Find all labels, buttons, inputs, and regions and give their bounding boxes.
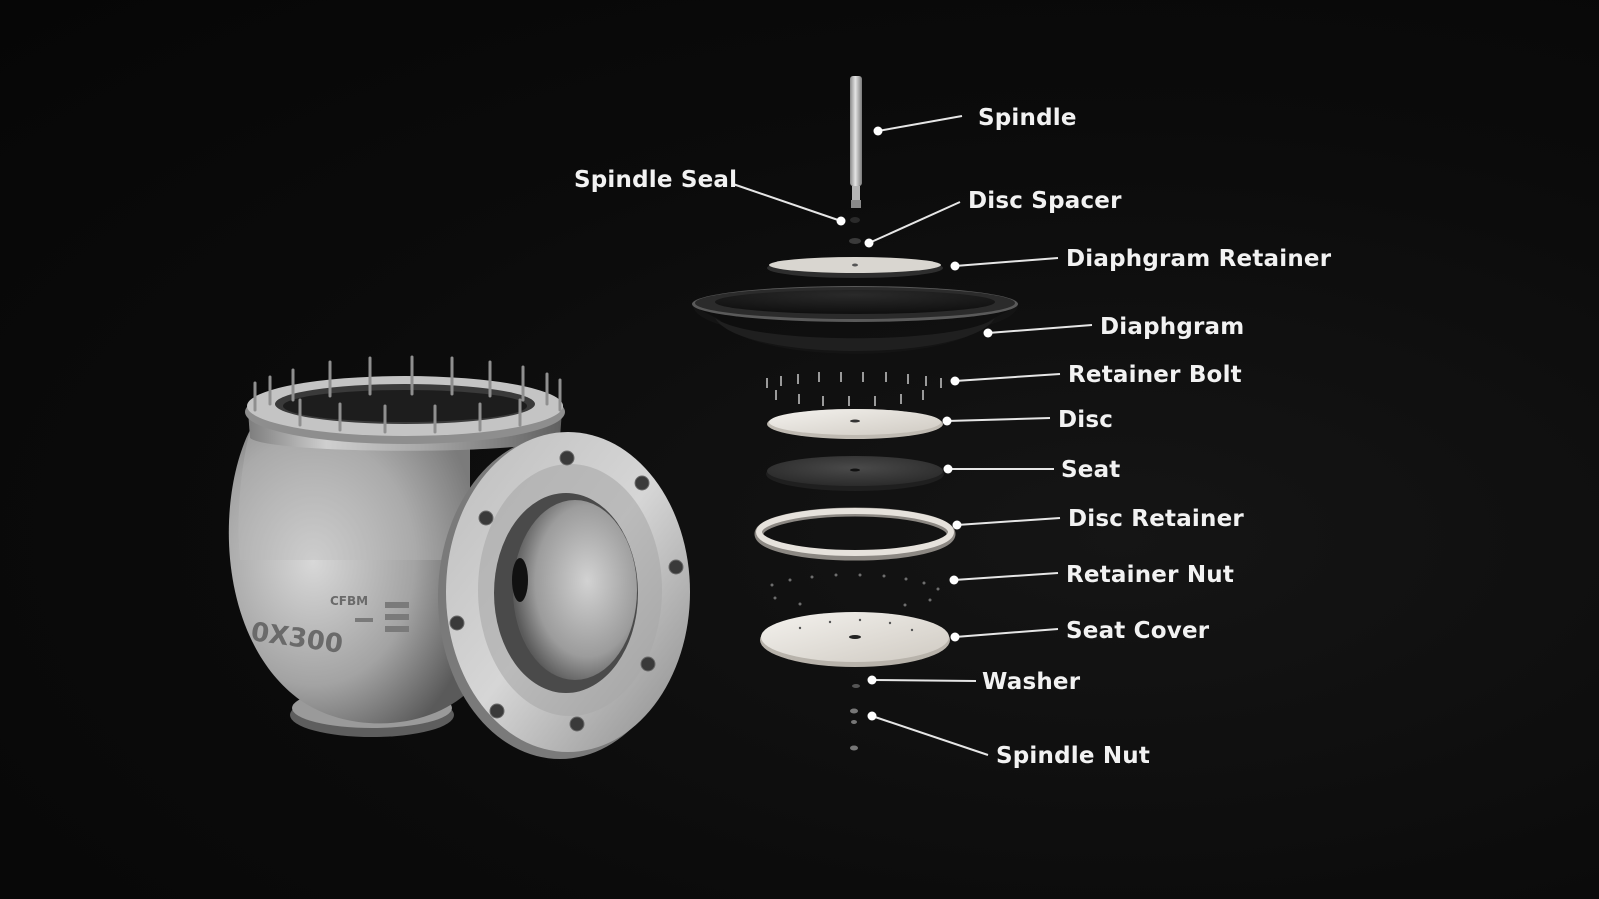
flange-bolt-holes	[449, 450, 684, 732]
label-diaphgram: Diaphgram	[1100, 314, 1244, 340]
label-diaphgram-retainer: Diaphgram Retainer	[1066, 246, 1332, 272]
label-disc: Disc	[1058, 407, 1113, 433]
callout-seat-cover: Seat Cover	[950, 618, 1210, 644]
spindle-part	[850, 76, 862, 208]
disc-part	[767, 409, 943, 439]
exploded-parts	[692, 76, 1018, 751]
callout-retainer-nut: Retainer Nut	[949, 562, 1234, 588]
callout-disc: Disc	[942, 407, 1113, 433]
spindle-seal-part	[850, 217, 860, 223]
label-retainer-bolt: Retainer Bolt	[1068, 362, 1242, 388]
valve-body: 0X300 CFBM	[228, 355, 690, 759]
callout-spindle-seal: Spindle Seal	[574, 167, 846, 226]
flange-studs	[253, 355, 562, 434]
label-spindle: Spindle	[978, 105, 1077, 131]
label-disc-retainer: Disc Retainer	[1068, 506, 1244, 532]
label-spindle-seal: Spindle Seal	[574, 167, 737, 193]
label-seat-cover: Seat Cover	[1066, 618, 1210, 644]
label-disc-spacer: Disc Spacer	[968, 188, 1122, 214]
seat-cover-part	[760, 612, 950, 667]
callout-diaphgram-retainer: Diaphgram Retainer	[950, 246, 1332, 272]
callouts: Spindle Spindle Seal Disc Spacer Diaphgr…	[574, 105, 1332, 769]
label-seat: Seat	[1061, 457, 1120, 483]
callout-disc-spacer: Disc Spacer	[864, 188, 1122, 248]
callout-washer: Washer	[867, 669, 1081, 695]
spindle-nut-part	[850, 708, 858, 751]
retainer-bolt-part	[766, 372, 942, 406]
label-spindle-nut: Spindle Nut	[996, 743, 1150, 769]
callout-seat: Seat	[943, 457, 1120, 483]
callout-retainer-bolt: Retainer Bolt	[950, 362, 1242, 388]
callout-disc-retainer: Disc Retainer	[952, 506, 1244, 532]
washer-part	[852, 684, 860, 688]
brand-engraving: CFBM	[330, 594, 368, 608]
diaphgram-part	[692, 286, 1018, 354]
label-retainer-nut: Retainer Nut	[1066, 562, 1234, 588]
callout-spindle-nut: Spindle Nut	[867, 711, 1150, 769]
diaphgram-retainer-part	[767, 257, 943, 278]
disc-retainer-part	[754, 507, 956, 561]
retainer-nut-part	[770, 573, 940, 607]
callout-diaphgram: Diaphgram	[983, 314, 1244, 340]
callout-spindle: Spindle	[873, 105, 1077, 136]
seat-part	[766, 456, 944, 491]
disc-spacer-part	[849, 238, 861, 244]
label-washer: Washer	[982, 669, 1081, 695]
